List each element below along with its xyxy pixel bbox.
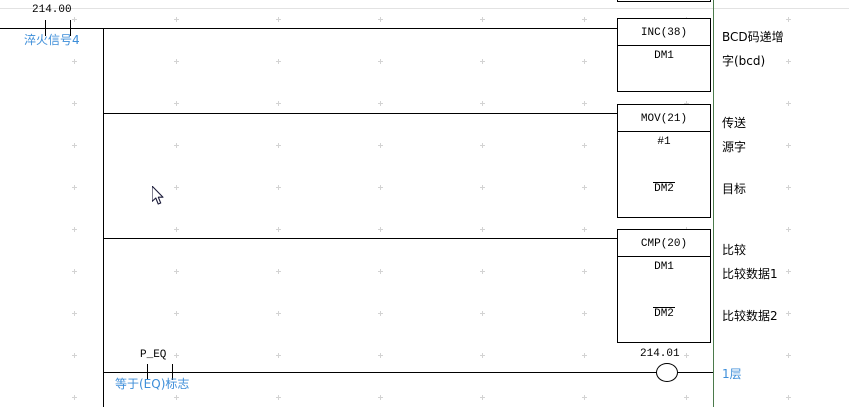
instruction-box-cmp-operand-2: DM2 — [618, 307, 710, 321]
instruction-cmp-description-2: 比较数据1 — [722, 267, 778, 281]
output-coil-214-01-comment: 1层 — [722, 367, 742, 381]
instruction-mov-description-3: 目标 — [722, 182, 747, 196]
pane-separator-line — [0, 8, 849, 9]
section-boundary-rail — [713, 0, 714, 407]
contact-214-00[interactable] — [45, 20, 71, 36]
mouse-cursor-icon — [152, 186, 164, 205]
instruction-box-mov-operand-2-text: DM2 — [653, 182, 675, 195]
output-coil-214-01-address: 214.01 — [640, 348, 680, 360]
instruction-mov-description-1: 传送 — [722, 116, 747, 130]
contact-214-00-address: 214.00 — [32, 4, 72, 16]
left-power-rail — [103, 28, 104, 407]
instruction-box-inc-operand-1: DM1 — [654, 50, 674, 62]
instruction-box-cmp-divider — [618, 256, 710, 257]
output-coil-214-01[interactable] — [656, 363, 678, 382]
instruction-inc-description-2: 字(bcd) — [722, 54, 766, 68]
instruction-box-cmp[interactable]: CMP(20) DM1 DM2 — [617, 229, 711, 343]
instruction-box-cmp-operand-2-text: DM2 — [653, 307, 675, 320]
clipped-instruction-box-above[interactable] — [617, 0, 711, 2]
contact-p-eq-address: P_EQ — [140, 349, 167, 361]
rung-wire-cmp — [103, 238, 617, 239]
rung-wire-output — [103, 372, 713, 373]
instruction-box-inc-mnemonic: INC(38) — [640, 27, 688, 39]
instruction-box-inc-divider — [618, 45, 710, 46]
instruction-box-mov-mnemonic: MOV(21) — [640, 113, 688, 125]
contact-p-eq-comment: 等于(EQ)标志 — [115, 377, 190, 391]
instruction-inc-description-1: BCD码递增 — [722, 30, 784, 44]
instruction-box-cmp-mnemonic: CMP(20) — [640, 238, 688, 250]
instruction-box-cmp-operand-1: DM1 — [654, 261, 674, 273]
instruction-cmp-description-3: 比较数据2 — [722, 309, 778, 323]
instruction-box-mov[interactable]: MOV(21) #1 DM2 — [617, 104, 711, 218]
instruction-box-mov-divider — [618, 131, 710, 132]
instruction-cmp-description-1: 比较 — [722, 243, 747, 257]
rung-wire-inc — [0, 28, 617, 29]
contact-214-00-comment: 淬火信号4 — [24, 33, 80, 47]
instruction-box-mov-operand-1: #1 — [657, 136, 671, 148]
contact-p-eq[interactable] — [147, 364, 173, 380]
rung-wire-mov — [103, 113, 617, 114]
instruction-box-inc[interactable]: INC(38) DM1 — [617, 18, 711, 92]
instruction-mov-description-2: 源字 — [722, 140, 747, 154]
instruction-box-mov-operand-2: DM2 — [618, 182, 710, 196]
